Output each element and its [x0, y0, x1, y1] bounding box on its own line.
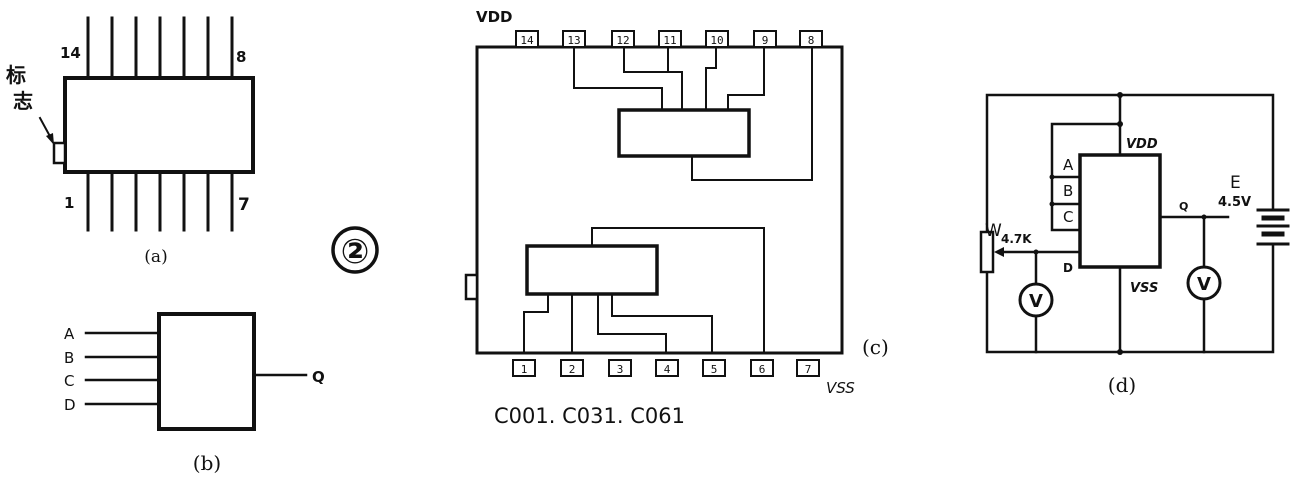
pin-label-14: 14: [60, 44, 81, 62]
pin-box: [655, 359, 679, 377]
input-label: B: [64, 349, 74, 367]
pin-box: [702, 359, 726, 377]
ic-package-body: [63, 76, 255, 174]
output-label-q: Q: [312, 368, 325, 386]
pin-box: [560, 359, 584, 377]
mark-label-char-2: 志: [13, 89, 33, 113]
pin-box: [608, 359, 632, 377]
pin-box: [512, 359, 536, 377]
q-label: Q: [1179, 200, 1188, 213]
mark-pointer-arrowhead: [46, 133, 54, 145]
potentiometer: [979, 230, 995, 274]
output-voltmeter: [1186, 265, 1222, 301]
pin-number: 14: [520, 34, 534, 47]
pin-box: [750, 359, 774, 377]
pin-box: [796, 359, 820, 377]
caption-a: (a): [144, 247, 167, 267]
caption-d: (d): [1108, 373, 1136, 397]
pot-value: 4.7K: [1001, 232, 1032, 246]
pin-label-8: 8: [236, 48, 246, 66]
input-voltmeter-symbol: V: [1029, 291, 1043, 312]
wire-top-rail: [985, 93, 1275, 234]
vdd-label: VDD: [1126, 137, 1158, 152]
ic-under-test: [1078, 153, 1162, 269]
wire-bottom-rail: [985, 242, 1275, 354]
pin-number: 13: [567, 34, 580, 47]
input-voltmeter: [1018, 282, 1054, 318]
figure-number-circle: [331, 226, 379, 274]
pin-box: [611, 30, 635, 48]
figure-number: ②: [341, 232, 370, 272]
top-pin-row: 14 13 12 11 10 9 8: [515, 30, 823, 48]
caption-b: (b): [193, 451, 221, 475]
input-label: C: [64, 372, 74, 390]
pin-number: 6: [759, 363, 766, 376]
panel-d: A B C VDD VSS D Q V V W 4.7K E 4.5V (d): [979, 92, 1290, 397]
logic-block: [157, 312, 256, 431]
pin-label-7: 7: [238, 195, 250, 215]
caption-c: (c): [862, 335, 889, 359]
battery-label: E: [1230, 173, 1241, 193]
input-label-b: B: [1063, 182, 1073, 200]
panel-a: 14 8 1 7 标 志 (a): [6, 16, 255, 267]
pin-number: 1: [521, 363, 528, 376]
input-label-a: A: [1063, 156, 1074, 174]
package-pins: [86, 16, 234, 232]
pin-number: 10: [710, 34, 723, 47]
pin-number: 12: [616, 34, 629, 47]
gate-block-upper: [617, 108, 751, 158]
pin-number: 11: [663, 34, 676, 47]
pin-box: [658, 30, 682, 48]
pin-box: [515, 30, 539, 48]
pin-number: 7: [805, 363, 812, 376]
package-outline: [475, 45, 844, 355]
pin-number: 8: [808, 34, 815, 47]
pot-label: W: [985, 221, 1002, 241]
battery-voltage: 4.5V: [1218, 195, 1251, 210]
internal-wiring: [523, 46, 813, 354]
input-label: D: [64, 396, 76, 414]
wiper-arrowhead: [994, 247, 1004, 257]
bottom-pin-row: 1 2 3 4 5 6 7: [512, 359, 820, 377]
pin-number: 5: [711, 363, 718, 376]
pin-number: 4: [664, 363, 671, 376]
battery: [1256, 208, 1290, 246]
output-voltmeter-symbol: V: [1197, 274, 1211, 295]
orientation-notch: [464, 273, 479, 301]
pin-number: 2: [569, 363, 576, 376]
pin-box: [799, 30, 823, 48]
input-label-c: C: [1063, 208, 1073, 226]
vdd-label: VDD: [476, 8, 513, 26]
orientation-notch: [52, 141, 67, 165]
pin-number: 9: [762, 34, 769, 47]
vss-label: VSS: [1130, 281, 1158, 296]
input-label: A: [64, 325, 75, 343]
pin-box: [705, 30, 729, 48]
pin-number: 3: [617, 363, 624, 376]
pin-label-1: 1: [64, 194, 74, 212]
pin-box: [753, 30, 777, 48]
part-numbers: C001. C031. C061: [494, 404, 685, 428]
gate-block-lower: [525, 244, 659, 296]
mark-label-char-1: 标: [6, 63, 26, 87]
pin-box: [562, 30, 586, 48]
vss-label: VSS: [826, 379, 855, 397]
d-label: D: [1063, 261, 1073, 275]
